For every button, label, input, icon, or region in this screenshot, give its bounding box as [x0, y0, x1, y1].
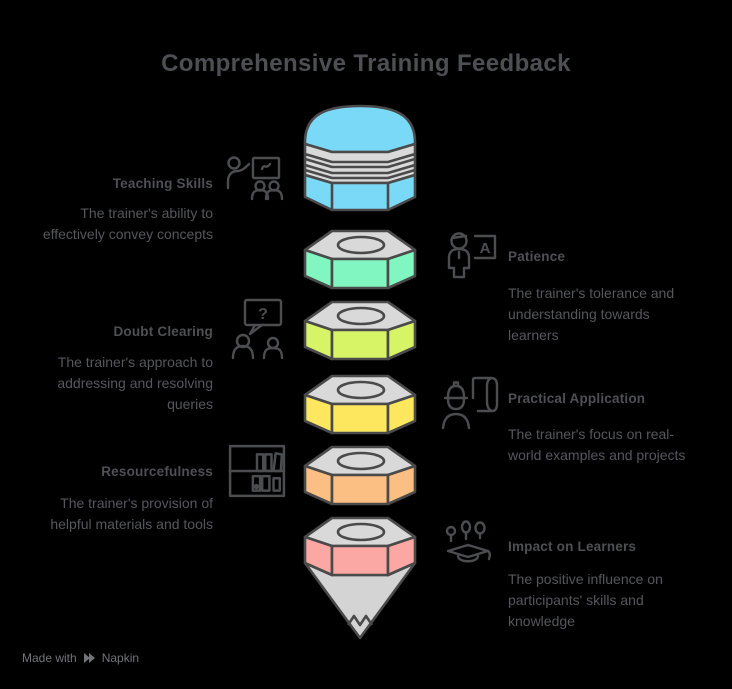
section-description: The trainer's approach to addressing and…	[57, 354, 213, 412]
section-description: The trainer's tolerance and understandin…	[508, 285, 675, 343]
pencil-diagram	[303, 104, 417, 662]
section-title: Teaching Skills	[112, 176, 213, 191]
pencil-segment-teaching-skills	[303, 104, 417, 212]
napkin-logo-icon	[83, 653, 95, 663]
svg-text:?: ?	[258, 306, 268, 323]
question-bubble-people-icon: ?	[231, 298, 284, 360]
napkin-brand-label: Napkin	[101, 651, 140, 665]
pencil-segment-practical-application	[303, 374, 417, 435]
section-title: Doubt Clearing	[113, 324, 213, 339]
pencil-segment-doubt-clearing	[303, 300, 417, 361]
svg-text:A: A	[480, 240, 491, 257]
page-title: Comprehensive Training Feedback	[161, 50, 571, 77]
made-with-label: Made with	[22, 651, 77, 665]
teacher-flipchart-icon: A	[447, 232, 497, 279]
section-title: Patience	[508, 249, 566, 264]
section-title: Impact on Learners	[508, 539, 637, 554]
section-description: The trainer's focus on real- world examp…	[508, 426, 686, 463]
pencil-segment-impact-on-learners	[305, 518, 415, 638]
engineer-blueprint-icon	[441, 376, 499, 430]
section-description: The trainer's provision of helpful mater…	[50, 495, 213, 532]
section-description: The trainer's ability to effectively con…	[42, 205, 213, 242]
pencil-segment-resourcefulness	[303, 445, 417, 506]
section-description: The positive influence on participants' …	[508, 571, 663, 629]
made-with-napkin-credit: Made with Napkin	[22, 651, 139, 665]
section-title: Practical Application	[508, 391, 646, 406]
bookshelf-icon	[228, 444, 286, 498]
graduation-growth-icon	[445, 520, 491, 563]
section-title: Resourcefulness	[101, 464, 213, 479]
presentation-audience-icon	[226, 156, 284, 201]
pencil-segment-patience	[303, 229, 417, 290]
